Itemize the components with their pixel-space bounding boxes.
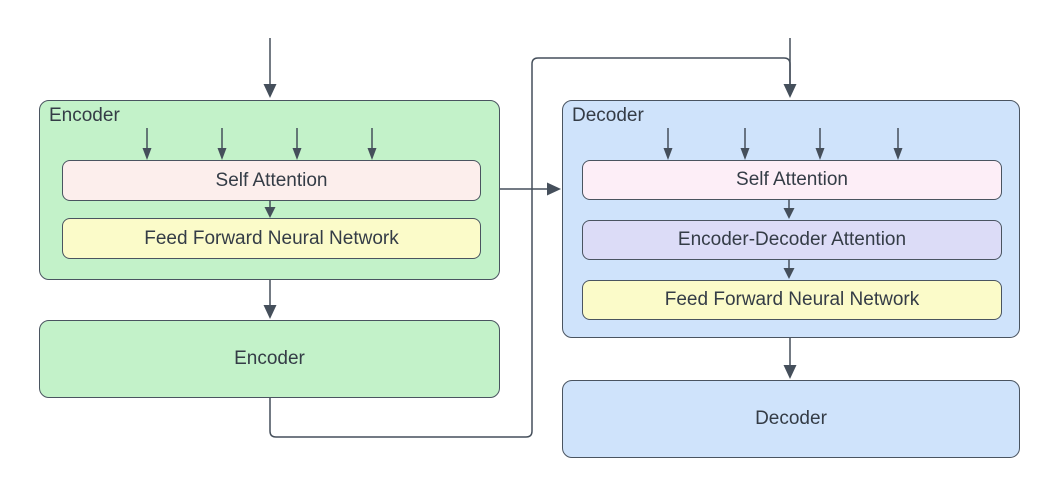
encoder-input-arrowhead xyxy=(263,84,277,98)
decoder-input-arrowhead xyxy=(783,84,797,98)
encoder-self-attention-label: Self Attention xyxy=(215,169,328,191)
encoder-stack-box: Encoder Self Attention Feed Forward Neur… xyxy=(39,100,500,280)
decoder-stack-label: Decoder xyxy=(572,105,644,126)
decoder-self-attention-box: Self Attention xyxy=(582,160,1002,200)
decoder-ffnn-box: Feed Forward Neural Network xyxy=(582,280,1002,320)
decoder-block-label: Decoder xyxy=(755,408,827,429)
encoder-ffnn-box: Feed Forward Neural Network xyxy=(62,218,481,259)
encoder-self-attention-box: Self Attention xyxy=(62,160,481,201)
decoder-block-box: Decoder xyxy=(562,380,1020,458)
decoder-self-attention-label: Self Attention xyxy=(736,169,848,190)
encoder-block-box: Encoder xyxy=(39,320,500,398)
encoder-ffnn-label: Feed Forward Neural Network xyxy=(144,227,399,249)
decoder-ffnn-label: Feed Forward Neural Network xyxy=(664,289,920,310)
encoder-to-decoder-attention-arrowhead xyxy=(547,182,561,196)
decoder-enc-dec-attention-label: Encoder-Decoder Attention xyxy=(677,229,907,250)
decoder-stack-box: Decoder Self Attention Encoder-Decoder A… xyxy=(562,100,1020,338)
encoder-block-label: Encoder xyxy=(234,348,305,369)
encoder-stack-label: Encoder xyxy=(49,105,120,126)
decoder-stack-to-block-arrowhead xyxy=(783,365,797,379)
encoder-stack-to-block-arrowhead xyxy=(263,305,277,319)
decoder-enc-dec-attention-box: Encoder-Decoder Attention xyxy=(582,220,1002,260)
